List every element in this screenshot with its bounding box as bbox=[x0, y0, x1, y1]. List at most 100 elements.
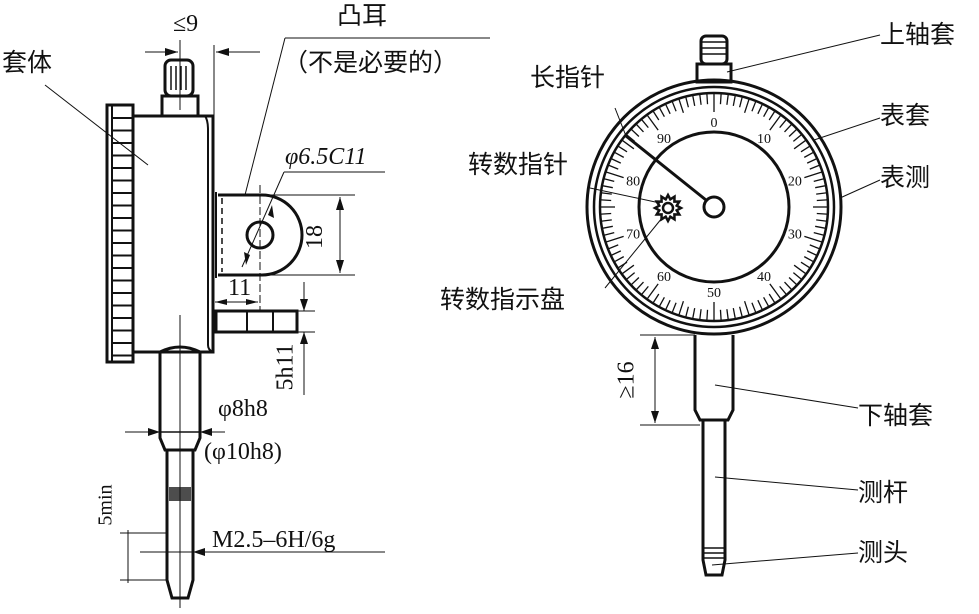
top-knob bbox=[163, 58, 195, 98]
lower-lug bbox=[214, 309, 299, 334]
dial-tick bbox=[768, 293, 776, 303]
rev-gear bbox=[652, 192, 684, 224]
dial-number: 80 bbox=[626, 175, 640, 190]
dial-tick bbox=[804, 235, 822, 243]
dial-tick bbox=[692, 308, 696, 319]
dial-tick bbox=[806, 158, 817, 164]
knurled-bezel bbox=[105, 103, 135, 364]
dial-tick bbox=[652, 111, 660, 121]
dial-tick bbox=[614, 151, 625, 158]
dial-tick bbox=[692, 95, 696, 106]
dial-tick bbox=[803, 256, 814, 263]
dial-tick bbox=[602, 225, 613, 229]
dim-11: 11 bbox=[228, 275, 252, 301]
dial-tick bbox=[636, 281, 644, 290]
dial-number: 10 bbox=[757, 132, 771, 147]
dial-tick bbox=[751, 302, 757, 313]
dial-tick bbox=[678, 300, 685, 315]
dial-tick bbox=[665, 104, 671, 115]
dial-tick bbox=[685, 306, 690, 317]
dial-tick bbox=[631, 277, 640, 285]
dial-tick bbox=[604, 231, 615, 236]
dial-tick bbox=[601, 212, 612, 215]
side-view bbox=[44, 37, 490, 608]
dial-tick bbox=[816, 212, 827, 215]
dial-number: 60 bbox=[657, 270, 671, 285]
label-upper-sleeve: 上轴套 bbox=[880, 20, 956, 49]
dial-tick bbox=[792, 134, 802, 142]
dial-tick bbox=[658, 107, 665, 118]
dim-top: ≤9 bbox=[173, 11, 199, 37]
dial-tick bbox=[608, 244, 619, 250]
dial-tick bbox=[763, 107, 770, 118]
dial-tick bbox=[647, 283, 659, 299]
knob-right bbox=[699, 34, 729, 66]
dial-tick bbox=[652, 293, 660, 303]
dial-tick bbox=[665, 299, 671, 310]
dial-tick bbox=[726, 309, 729, 320]
long-pointer bbox=[625, 134, 707, 202]
dial-tick bbox=[699, 309, 702, 320]
dial-tick bbox=[658, 296, 665, 307]
label-lug-note: （不是必要的） bbox=[283, 48, 459, 77]
dial-number: 30 bbox=[788, 227, 802, 242]
dial-tick bbox=[743, 300, 750, 315]
dim-thread: M2.5–6H/6g bbox=[212, 527, 336, 553]
dial-tick bbox=[784, 124, 792, 133]
dial-tick bbox=[678, 99, 685, 114]
dial-tick bbox=[732, 308, 736, 319]
dial-tick bbox=[816, 199, 827, 202]
dial-tick bbox=[757, 299, 763, 310]
dial-tick bbox=[738, 97, 743, 108]
dial-tick bbox=[719, 94, 722, 105]
dial-tick bbox=[816, 219, 827, 222]
dial-tick bbox=[809, 164, 820, 170]
dial-tick bbox=[626, 272, 636, 280]
label-gauge: 表测 bbox=[880, 163, 931, 192]
dial-tick bbox=[784, 281, 792, 290]
lower-sleeve bbox=[693, 335, 735, 422]
dial-tick bbox=[779, 285, 787, 295]
dial-tick bbox=[631, 129, 640, 137]
dial-tick bbox=[706, 94, 709, 105]
dial-tick bbox=[606, 171, 624, 179]
dial-tick bbox=[602, 185, 613, 189]
dim-hole: φ6.5C11 bbox=[285, 144, 367, 170]
label-bezel: 表套 bbox=[880, 101, 931, 130]
dial-tick bbox=[601, 192, 612, 195]
dial-number: 90 bbox=[657, 132, 671, 147]
housing-body bbox=[133, 114, 215, 354]
dial-tick bbox=[706, 309, 709, 320]
upper-sleeve bbox=[695, 62, 733, 84]
label-rev-dial: 转数指示盘 bbox=[440, 285, 566, 314]
spindle-right bbox=[701, 420, 727, 577]
label-spindle: 测杆 bbox=[858, 478, 909, 507]
dial-tick bbox=[671, 101, 677, 112]
label-rev-pointer: 转数指针 bbox=[468, 150, 569, 179]
outer-ring bbox=[585, 78, 843, 336]
dial-tick bbox=[800, 145, 810, 153]
dial-tick bbox=[793, 264, 806, 274]
dial-tick bbox=[685, 97, 690, 108]
dial-tick bbox=[641, 119, 649, 129]
dial-tick bbox=[813, 231, 824, 236]
label-housing: 套体 bbox=[2, 48, 53, 77]
dial-tick bbox=[800, 261, 810, 269]
dial-tick bbox=[815, 185, 826, 189]
dial-tick bbox=[769, 283, 781, 299]
dim-5min: 5min bbox=[94, 484, 117, 526]
dial-tick bbox=[751, 101, 757, 112]
dial-tick bbox=[614, 256, 625, 263]
dial-tick bbox=[757, 104, 763, 115]
dial-tick bbox=[719, 309, 722, 320]
dial-tick bbox=[641, 285, 649, 295]
dial-tick bbox=[611, 158, 622, 164]
dial-number: 0 bbox=[711, 116, 718, 131]
dial-tick bbox=[788, 277, 797, 285]
dial-tick bbox=[806, 250, 817, 256]
dial-tick bbox=[743, 99, 750, 114]
dim-stem: φ8h8 bbox=[218, 396, 268, 422]
